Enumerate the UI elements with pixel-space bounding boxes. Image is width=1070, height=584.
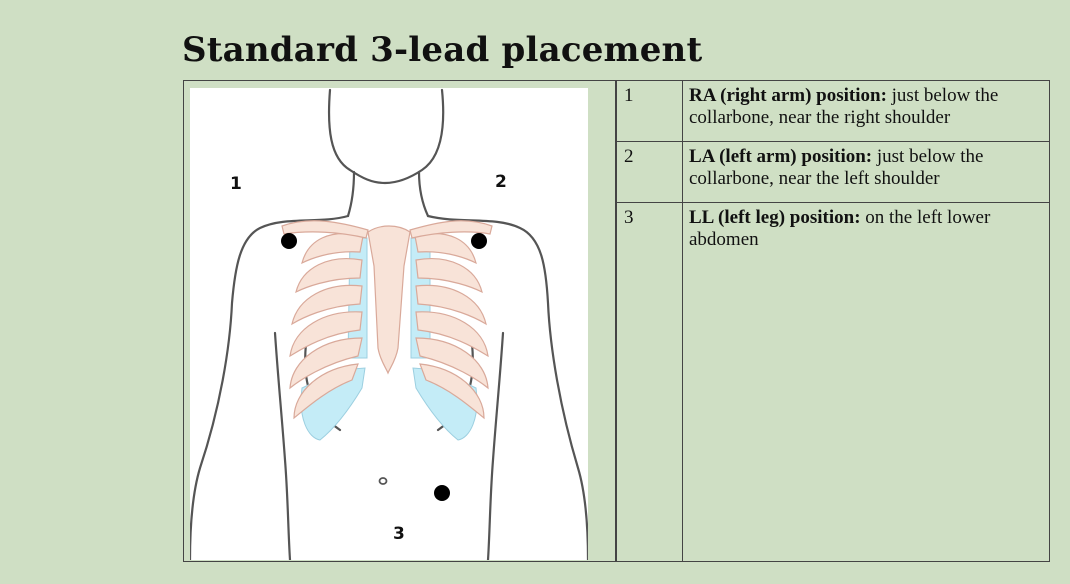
lead-number: 3	[616, 202, 683, 562]
rib-cage	[281, 220, 493, 441]
arm-left-inner	[273, 331, 292, 560]
lead-description-cell: RA (right arm) position: just below the …	[682, 80, 1050, 142]
lead-name: LA (left arm) position:	[689, 146, 873, 167]
page-title: Standard 3-lead placement	[182, 30, 703, 70]
lead-description: just below the collarbone, near the righ…	[689, 85, 999, 128]
lead-description-cell: LL (left leg) position: on the left lowe…	[682, 202, 1050, 562]
lead-number: 1	[616, 80, 683, 142]
electrode-2	[471, 233, 487, 249]
lead-label-1: 1	[230, 174, 242, 194]
lead-number: 2	[616, 141, 683, 203]
neck-left	[346, 170, 356, 218]
navel	[378, 477, 388, 485]
body-left-outline	[190, 214, 350, 560]
lead-placement-table: 1 RA (right arm) position: just below th…	[616, 80, 1050, 562]
lead-name: RA (right arm) position:	[689, 85, 887, 106]
head-outline	[327, 88, 445, 185]
table-row: 3 LL (left leg) position: on the left lo…	[616, 202, 1050, 562]
lead-description: on the left lower abdomen	[689, 207, 991, 250]
arm-right-inner	[486, 331, 505, 560]
table-row: 2 LA (left arm) position: just below the…	[616, 141, 1050, 203]
electrode-3	[434, 485, 450, 501]
lead-name: LL (left leg) position:	[689, 207, 861, 228]
table-row: 1 RA (right arm) position: just below th…	[616, 80, 1050, 142]
lead-description: just below the collarbone, near the left…	[689, 146, 984, 189]
body-right-outline	[426, 214, 588, 560]
lead-label-3: 3	[393, 524, 405, 544]
chest-diagram	[190, 88, 588, 560]
chest-diagram-frame: 1 2 3	[183, 80, 616, 562]
lead-description-cell: LA (left arm) position: just below the c…	[682, 141, 1050, 203]
neck-right	[417, 170, 430, 218]
electrode-1	[281, 233, 297, 249]
lead-label-2: 2	[495, 172, 507, 192]
